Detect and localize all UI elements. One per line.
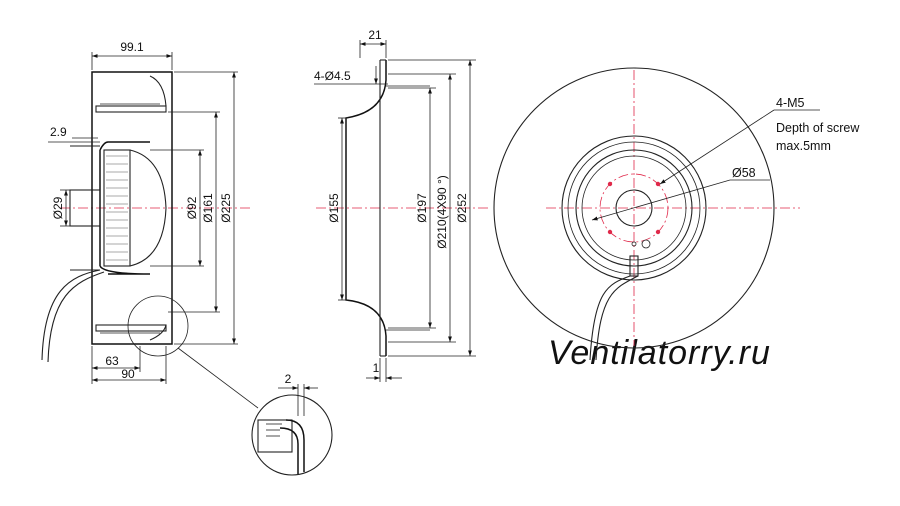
dim-2-9: 2.9 xyxy=(50,125,67,139)
front-inlet-circle xyxy=(561,135,707,281)
ground-symbol xyxy=(641,239,651,249)
dim-155: Ø155 xyxy=(327,193,341,223)
dim-161: Ø161 xyxy=(201,193,215,223)
dim-210: Ø210(4X90 °) xyxy=(435,175,449,249)
side-cable xyxy=(41,269,101,361)
side-rotor-dome xyxy=(129,149,167,267)
dim-225: Ø225 xyxy=(219,193,233,223)
bolt-hole-2 xyxy=(655,181,661,187)
side-view: 99.1 2.9 Ø29 Ø92 Ø161 Ø225 63 90 xyxy=(41,40,259,409)
front-cable-exit xyxy=(629,255,639,277)
bolt-hole-4 xyxy=(655,229,661,235)
section-view: 21 4-Ø4.5 Ø155 Ø197 Ø210(4X90 °) Ø252 1 xyxy=(314,28,490,382)
side-impeller-body xyxy=(91,71,173,345)
dim-hub-58: Ø58 xyxy=(732,166,756,180)
front-hub xyxy=(615,189,653,227)
dim-holes: 4-Ø4.5 xyxy=(314,69,351,83)
side-shaft xyxy=(69,189,101,227)
bolt-hole-1 xyxy=(607,181,613,187)
section-profile xyxy=(345,60,387,356)
dim-99-1: 99.1 xyxy=(120,40,144,54)
dim-21: 21 xyxy=(368,28,382,42)
watermark: Ventilatorry.ru xyxy=(548,334,771,372)
dim-motor-dia: Ø92 xyxy=(185,196,199,219)
detail-callout-circle xyxy=(127,295,189,357)
dim-1: 1 xyxy=(373,361,380,375)
note-depth-2: max.5mm xyxy=(776,139,831,153)
dim-detail-2: 2 xyxy=(285,372,292,386)
bolt-hole-3 xyxy=(607,229,613,235)
dim-shaft-dia: Ø29 xyxy=(51,196,65,219)
ground-hole xyxy=(631,241,637,247)
note-depth-1: Depth of screw xyxy=(776,121,860,135)
side-motor-ribs xyxy=(103,149,131,267)
front-view: 4-M5 Depth of screw max.5mm Ø58 xyxy=(493,67,860,361)
dim-197: Ø197 xyxy=(415,193,429,223)
dim-63: 63 xyxy=(105,354,119,368)
front-bolt-circle xyxy=(599,173,669,243)
note-thread: 4-M5 xyxy=(776,96,805,110)
detail-circle xyxy=(251,394,333,476)
detail-view: 2 xyxy=(251,372,333,476)
side-motor-outline xyxy=(99,141,151,275)
front-outer-circle xyxy=(493,67,775,349)
front-cable xyxy=(589,275,631,361)
dim-90: 90 xyxy=(121,367,135,381)
dim-252: Ø252 xyxy=(455,193,469,223)
